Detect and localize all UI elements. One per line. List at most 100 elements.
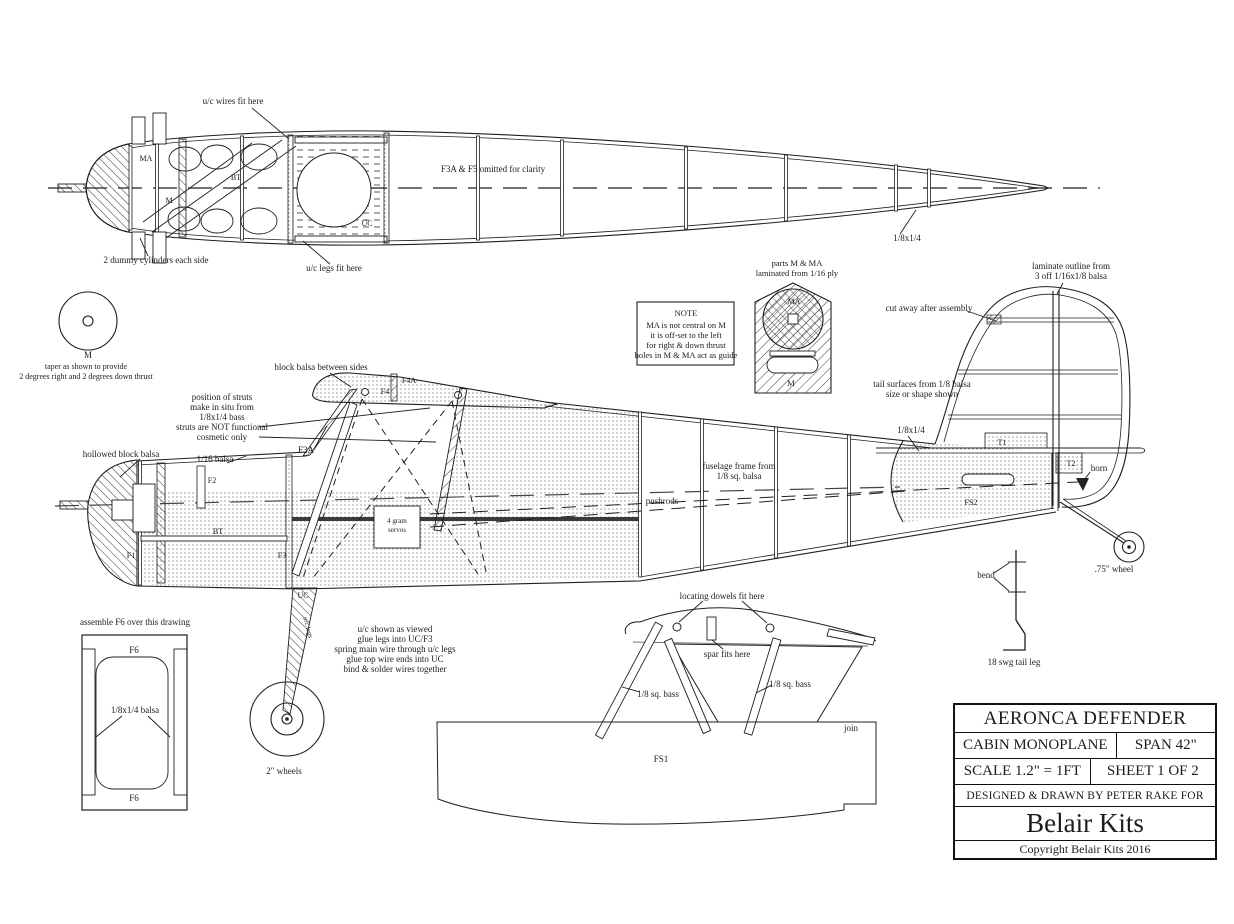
uc-beam [292, 517, 640, 521]
servo-box [373, 505, 421, 549]
thrust-caption-2: 2 degrees right and 2 degrees down thrus… [19, 372, 153, 381]
fuselage-inner-line [129, 134, 1039, 242]
fin-inner-line [943, 293, 1123, 500]
strut-note-2: make in situ from [190, 402, 254, 412]
former-uc-rear [383, 132, 390, 244]
uc-leg-top [294, 136, 388, 144]
note-line-1: MA is not central on M [646, 320, 726, 330]
ply-caption-2: laminated from 1/16 ply [756, 268, 839, 278]
note-line-3: for right & down thrust [646, 340, 726, 350]
part-label-t1: T1 [998, 438, 1007, 447]
part-label-bt: BT [231, 173, 241, 182]
title-block: AERONCA DEFENDER CABIN MONOPLANE SPAN 42… [953, 703, 1217, 860]
label-dowels: locating dowels fit here [680, 591, 765, 601]
label-hollowed-block: hollowed block balsa [83, 449, 159, 459]
thrust-caption-1: taper as shown to provide [45, 362, 128, 371]
ply-caption-1: parts M & MA [772, 258, 824, 268]
label-bass-left: 1/8 sq. bass [637, 689, 679, 699]
uc-note-3: spring main wire through u/c legs [334, 644, 456, 654]
bt-bearer [140, 535, 288, 542]
label-bend: bend [977, 570, 995, 580]
part-label-f3a: F3A [298, 445, 315, 455]
label-cut-away: cut away after assembly [886, 303, 973, 313]
strut-note-4: struts are NOT functional [176, 422, 269, 432]
f6-part-top: F6 [129, 645, 139, 655]
label-spar: spar fits here [704, 649, 750, 659]
ma-hole [787, 313, 799, 325]
part-label-uc: UC [361, 219, 372, 228]
tail-note-2: size or shape shown [886, 389, 959, 399]
uc-leg-fairing [282, 587, 318, 715]
brand-name: Belair Kits [955, 807, 1215, 841]
part-label-ma: MA [140, 154, 153, 163]
label-block-balsa: block balsa between sides [274, 362, 368, 372]
part-label-fs2: FS2 [965, 498, 978, 507]
label-pushrods: pushrods [646, 496, 679, 506]
main-wheel [249, 681, 325, 757]
plan-title: AERONCA DEFENDER [955, 705, 1215, 733]
aircraft-type: CABIN MONOPLANE [955, 733, 1117, 758]
label-stringer-stab: 1/8x1/4 [897, 425, 925, 435]
label-bass-right: 1/8 sq. bass [769, 679, 811, 689]
label-1-16-balsa: 1/16 balsa [197, 454, 234, 464]
label-uc-wires: u/c wires fit here [203, 96, 264, 106]
part-label-f4: F4 [381, 387, 389, 396]
part-label-f1: F1 [127, 551, 135, 560]
top-view [48, 112, 1100, 264]
part-label-f3: F3 [278, 551, 286, 560]
horn-slot [961, 473, 1015, 486]
bearer-diagonals [142, 139, 297, 239]
servo-label-2: servos [388, 526, 406, 534]
nose-block-side [87, 459, 138, 587]
uc-note-4: glue top wire ends into UC [346, 654, 443, 664]
strut-strip-2 [663, 637, 712, 735]
part-label-fs1: FS1 [654, 754, 669, 764]
dummy-cylinders [131, 112, 278, 264]
part-label-f4a: F4A [402, 376, 416, 385]
former-f4 [390, 373, 398, 402]
nose-block [85, 143, 131, 233]
label-wheels: 2" wheels [266, 766, 302, 776]
designer-credit: DESIGNED & DRAWN BY PETER RAKE FOR [955, 785, 1215, 807]
wing-struts-dashed [302, 398, 487, 580]
f2-channel [196, 465, 206, 509]
label-stringer-top: 1/8x1/4 [893, 233, 921, 243]
tail-leg-detail [1003, 550, 1026, 651]
dowel-front [672, 622, 682, 632]
fs1-detail [436, 607, 877, 825]
jury-strut [291, 401, 358, 577]
former-f3 [285, 454, 293, 589]
plan-scale: SCALE 1.2" = 1FT [955, 759, 1091, 784]
label-tail-leg: 18 swg tail leg [988, 657, 1041, 667]
ply-detail [754, 282, 832, 394]
m-disc [58, 291, 118, 351]
former-ma [178, 138, 187, 238]
note-line-4: holes in M & MA act as guide [635, 350, 738, 360]
copyright-notice: Copyright Belair Kits 2016 [1019, 842, 1151, 856]
ply-part-ma: MA [788, 297, 801, 306]
label-dummy-cylinders: 2 dummy cylinders each side [104, 255, 209, 265]
part-label-f2: F2 [208, 476, 216, 485]
uc-bay-hole [296, 152, 372, 228]
ply-part-m: M [787, 378, 795, 388]
strut-strip-3 [743, 637, 782, 736]
wing-span: SPAN 42" [1134, 737, 1197, 753]
label-horn: horn [1091, 463, 1108, 473]
cutaway-mark [986, 314, 1002, 325]
part-label-t2: T2 [1067, 459, 1076, 468]
f6-part-bottom: F6 [129, 793, 139, 803]
note-box [636, 301, 735, 366]
tail-note-1: tail surfaces from 1/8 balsa [873, 379, 970, 389]
fs1-sheet-outline [436, 721, 877, 825]
te-strip [826, 628, 876, 646]
pushrod-lines [429, 481, 1079, 528]
f6-detail [81, 634, 188, 811]
thrust-detail [58, 291, 118, 351]
servo-label-1: 4 gram [387, 517, 407, 525]
part-label-bt-side: BT [213, 527, 223, 536]
prop-shaft [57, 183, 87, 193]
tail-wheel [1113, 531, 1145, 563]
strut-strip-1 [594, 621, 664, 740]
thrust-part-m: M [84, 350, 92, 360]
